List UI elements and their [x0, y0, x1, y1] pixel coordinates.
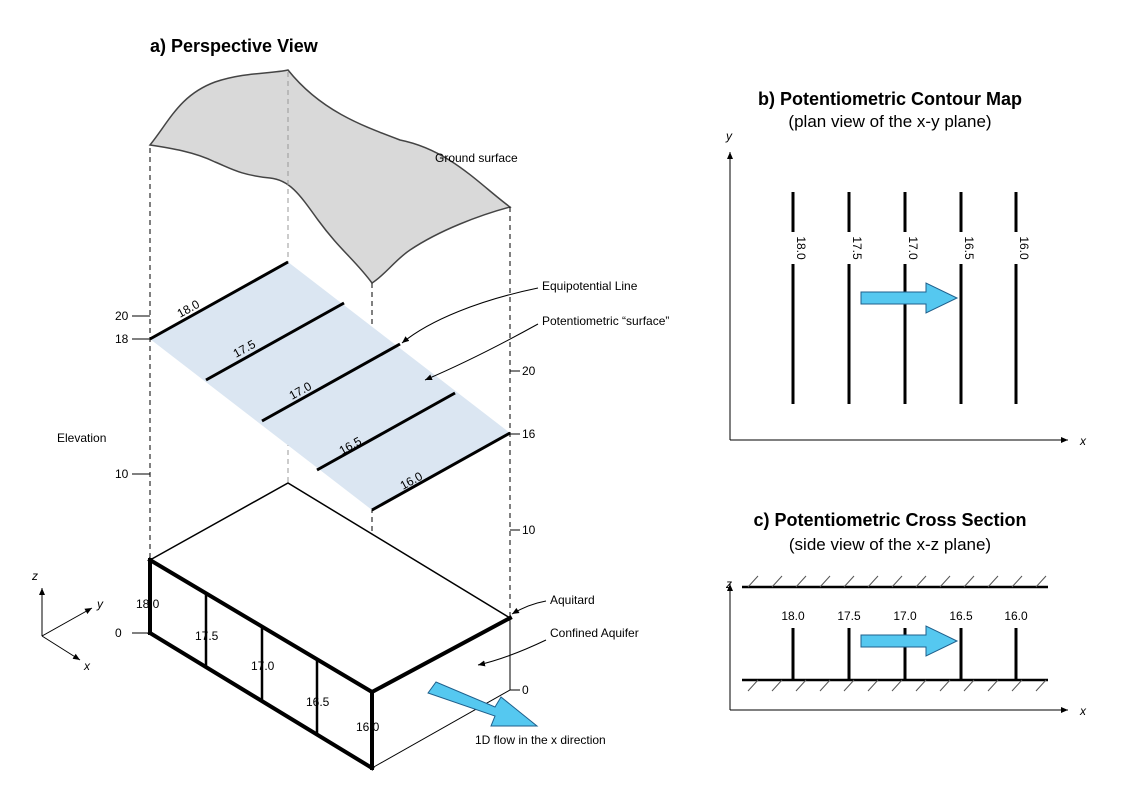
- head-label: 16.5: [949, 609, 973, 623]
- elevation-label: Elevation: [57, 431, 106, 445]
- plan-flow-arrow: [860, 282, 959, 314]
- aquifer-head-label: 17.0: [251, 659, 275, 673]
- panel-b-contour-map: b) Potentiometric Contour Map (plan view…: [725, 89, 1087, 448]
- aquifer-head-label: 18.0: [136, 597, 160, 611]
- contour-label: 16.0: [1017, 236, 1031, 260]
- potentiometric-surface-label: Potentiometric “surface”: [542, 314, 669, 328]
- x-axis-arrow: [41, 635, 81, 661]
- z-axis-label: z: [31, 569, 38, 583]
- confined-aquifer-label: Confined Aquifer: [550, 626, 639, 640]
- ground-surface-label: Ground surface: [435, 151, 518, 165]
- y-axis-arrow: [41, 607, 93, 637]
- contour-label: 18.0: [794, 236, 808, 260]
- x-axis-label: x: [83, 659, 91, 673]
- surface-callout-arrow: [424, 323, 539, 381]
- aquitard-label: Aquitard: [550, 593, 595, 607]
- contour-label: 16.5: [962, 236, 976, 260]
- aquitard-callout-arrow: [511, 600, 547, 615]
- left-tick-label: 0: [115, 626, 122, 640]
- plan-y-axis-label: y: [725, 129, 733, 143]
- right-tick-label: 16: [522, 427, 536, 441]
- panel-c-subtitle: (side view of the x-z plane): [789, 535, 991, 554]
- y-axis-label: y: [96, 597, 104, 611]
- lower-hatching: [747, 679, 1047, 692]
- contour-label-bg: [1009, 232, 1023, 264]
- aquifer-head-label: 16.0: [356, 720, 380, 734]
- confined-aquifer-callout-arrow: [477, 639, 547, 667]
- flow-direction-arrow: [427, 681, 539, 727]
- equipotential-line: [205, 301, 345, 382]
- contour-label: 17.5: [850, 236, 864, 260]
- plan-x-axis-label: x: [1079, 434, 1087, 448]
- contour-label-bg: [954, 232, 968, 264]
- right-tick-label: 0: [522, 683, 529, 697]
- equipotential-line: [261, 342, 401, 423]
- panel-b-title: b) Potentiometric Contour Map: [758, 89, 1022, 109]
- aquifer-top-front-edge: [147, 557, 375, 695]
- aquifer-head-label: 17.5: [195, 629, 219, 643]
- section-z-axis-label: z: [725, 577, 732, 591]
- ground-surface-shape: [148, 69, 512, 284]
- contour-label: 17.0: [906, 236, 920, 260]
- panel-b-subtitle: (plan view of the x-y plane): [788, 112, 991, 131]
- flow-label: 1D flow in the x direction: [475, 733, 606, 747]
- aquifer-bottom-edge: [147, 630, 375, 771]
- left-tick-label: 20: [115, 309, 129, 323]
- equipotential-line: [316, 391, 456, 472]
- section-x-axis-label: x: [1079, 704, 1087, 718]
- aquitard-top-face: [148, 482, 512, 693]
- upper-hatching: [747, 575, 1047, 588]
- aquifer-top-side-edge: [369, 615, 513, 695]
- panel-a-perspective-view: a) Perspective View Ground surface 18.0 …: [31, 36, 669, 771]
- head-label: 16.0: [1004, 609, 1028, 623]
- potentiometric-surface-plane: [150, 262, 510, 510]
- head-label: 17.0: [893, 609, 917, 623]
- right-tick-label: 20: [522, 364, 536, 378]
- contour-label-bg: [842, 232, 856, 264]
- equipotential-line: [371, 431, 511, 512]
- left-tick-label: 18: [115, 332, 129, 346]
- head-label: 17.5: [837, 609, 861, 623]
- equipotential-callout-arrow: [401, 287, 539, 344]
- equipotential-line-label: Equipotential Line: [542, 279, 638, 293]
- left-tick-label: 10: [115, 467, 129, 481]
- panel-c-title: c) Potentiometric Cross Section: [753, 510, 1026, 530]
- equipotential-line: [149, 260, 289, 341]
- panel-a-title: a) Perspective View: [150, 36, 319, 56]
- head-label: 18.0: [781, 609, 805, 623]
- right-tick-label: 10: [522, 523, 536, 537]
- contour-label-bg: [898, 232, 912, 264]
- section-flow-arrow: [860, 625, 959, 657]
- aquifer-head-label: 16.5: [306, 695, 330, 709]
- contour-label-bg: [786, 232, 800, 264]
- panel-c-cross-section: c) Potentiometric Cross Section (side vi…: [725, 510, 1087, 718]
- aquifer-back-bottom-edge: [371, 689, 511, 769]
